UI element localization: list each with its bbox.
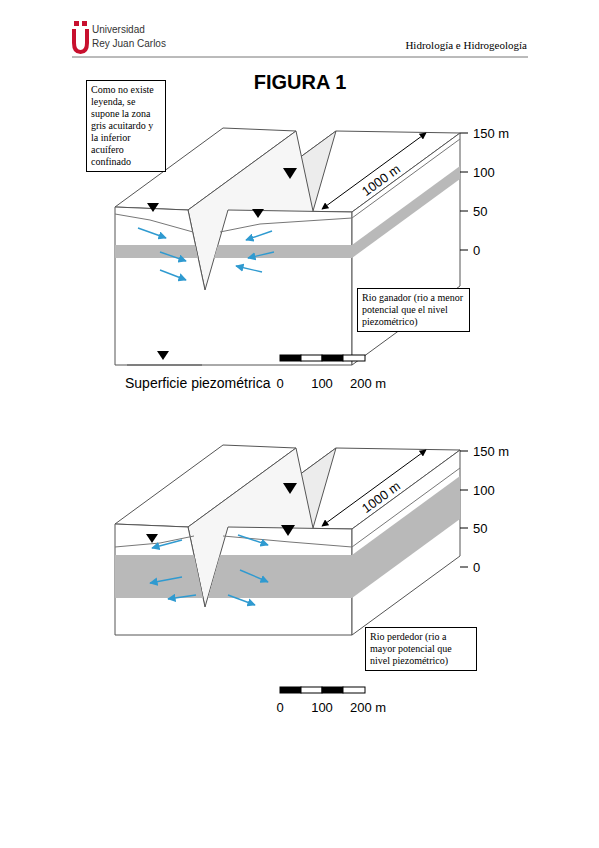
box-text: Rio ganador (rio a menor potencial que e… [362, 292, 465, 328]
axis-label: 50 [473, 522, 487, 535]
axis-tick [460, 490, 468, 491]
axis-tick [460, 172, 468, 173]
aquitard-band [352, 476, 460, 598]
scale-label: 0 [276, 701, 283, 714]
scale-label: 0 [276, 377, 283, 390]
aquitard-band [115, 245, 198, 258]
scale-segment [343, 687, 365, 693]
flow-arrows [138, 228, 274, 280]
scale-bar [280, 687, 365, 693]
dimension-line [322, 450, 426, 526]
scale-bar [280, 355, 365, 361]
axis-label: 100 [473, 484, 495, 497]
scale-segment [343, 355, 365, 361]
flow-arrow [236, 266, 262, 272]
scale-label: 100 [311, 377, 333, 390]
aquitard-band [208, 555, 352, 598]
piezometric-symbol [283, 483, 297, 494]
flow-arrow [168, 595, 196, 599]
axis-tick [460, 567, 468, 568]
piezometric-symbol [283, 168, 297, 179]
flow-arrow [138, 228, 166, 238]
axis-tick [460, 133, 468, 134]
legend-text: Superficie piezométrica [125, 376, 271, 390]
legend-line [127, 365, 202, 366]
flow-arrow [240, 570, 268, 582]
axis-label: 150 m [473, 127, 509, 140]
flow-arrow [152, 540, 182, 548]
aquitard-band [214, 245, 352, 258]
dimension-line [322, 133, 426, 209]
logo [74, 21, 87, 52]
flow-arrow [150, 577, 182, 583]
box-text: Rio perdedor (rio a mayor potencial que … [370, 631, 472, 667]
flow-arrow [160, 270, 186, 280]
logo-dot [74, 21, 79, 26]
axis-label: 150 m [473, 445, 509, 458]
front-face [115, 207, 352, 365]
river-type-box: Rio ganador (rio a menor potencial que e… [357, 288, 470, 332]
axis-label: 50 [473, 205, 487, 218]
box-text: Como no existe leyenda, se supone la zon… [91, 84, 161, 168]
front-face [115, 524, 352, 635]
piezometric-line [115, 214, 193, 232]
note-box: Como no existe leyenda, se supone la zon… [86, 80, 166, 172]
flow-arrow [248, 252, 274, 258]
axis-label: 0 [473, 244, 480, 257]
logo-u [74, 29, 87, 52]
scale-segment [301, 687, 322, 693]
axis-tick [460, 211, 468, 212]
figure-title: FIGURA 1 [254, 72, 347, 92]
legend-symbol [157, 351, 169, 360]
axis-tick [460, 451, 468, 452]
scale-label: 100 [311, 701, 333, 714]
flow-arrow [246, 231, 272, 240]
axis-label: 0 [473, 561, 480, 574]
scale-label: 200 m [350, 701, 386, 714]
piezometric-line [223, 468, 460, 547]
river-type-box: Rio perdedor (rio a mayor potencial que … [365, 627, 477, 671]
scale-segment [301, 355, 322, 361]
block-diagram-losing [115, 445, 468, 635]
flow-arrows [150, 535, 268, 605]
scale-segment [322, 687, 343, 693]
scale-segment [280, 355, 301, 361]
piezometric-line [220, 139, 460, 232]
logo-text: Rey Juan Carlos [92, 39, 166, 49]
header-rule [72, 57, 528, 58]
piezometric-symbol [147, 203, 159, 212]
piezometric-symbol [146, 534, 158, 543]
scale-segment [322, 355, 343, 361]
piezometric-symbol [252, 209, 264, 218]
side-face [352, 450, 460, 635]
aquitard-band [115, 555, 203, 598]
flow-arrow [228, 595, 255, 605]
logo-dot [82, 21, 87, 26]
scale-segment [280, 687, 301, 693]
flow-arrow [238, 535, 268, 545]
logo-text: Universidad [92, 25, 145, 35]
scale-label: 200 m [350, 377, 386, 390]
axis-label: 100 [473, 166, 495, 179]
piezometric-symbol [281, 525, 295, 536]
flow-arrow [160, 252, 186, 261]
course-header: Hidrología e Hidrogeología [405, 40, 527, 51]
axis-tick [460, 250, 468, 251]
axis-tick [460, 528, 468, 529]
